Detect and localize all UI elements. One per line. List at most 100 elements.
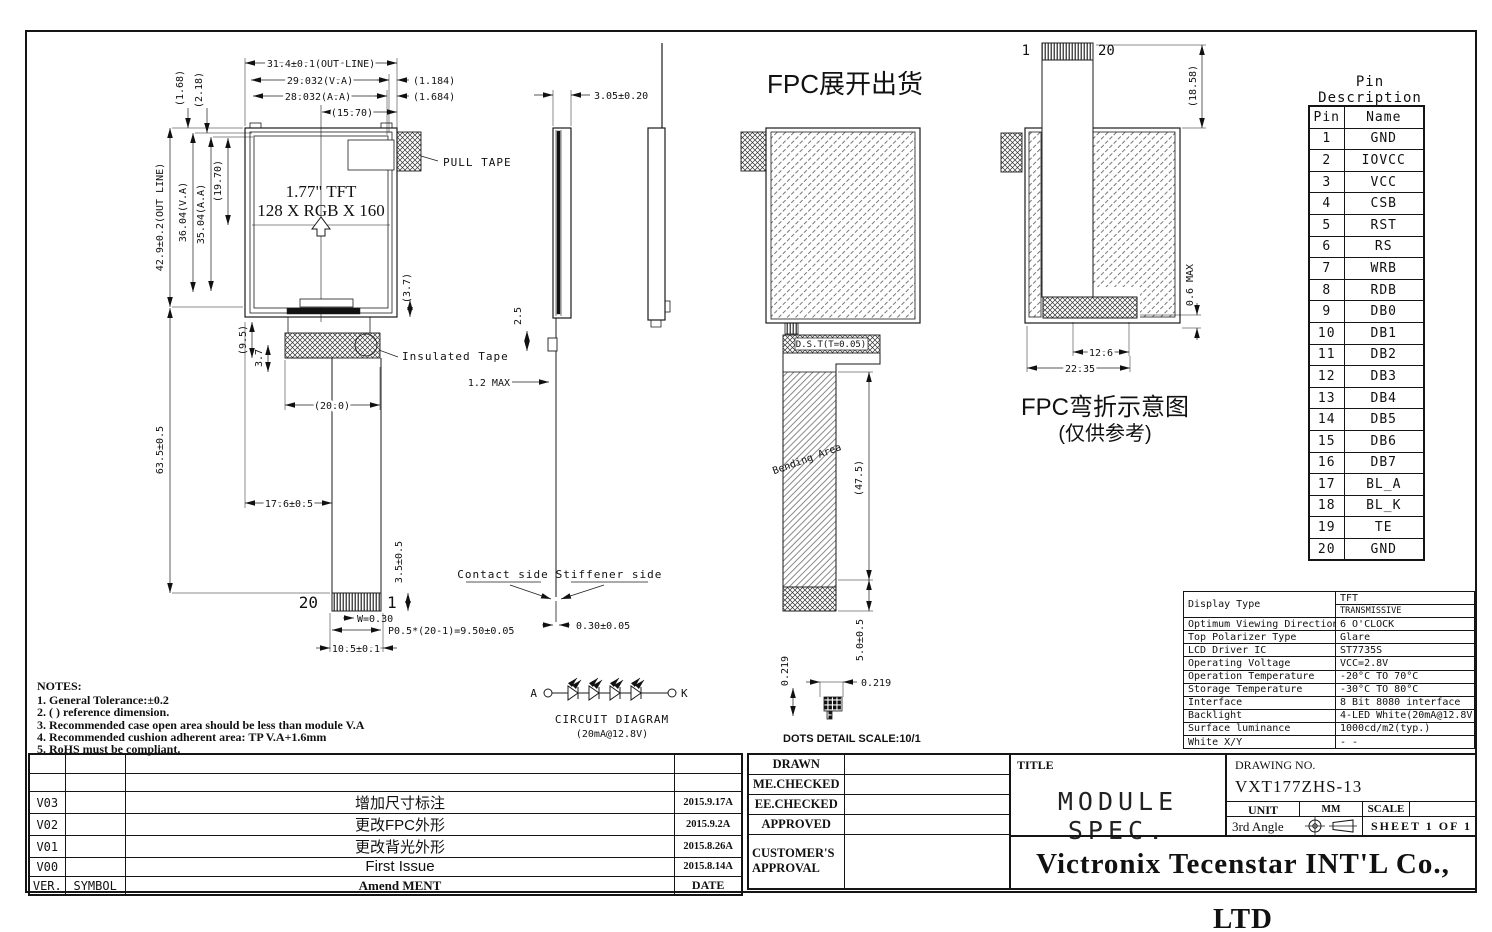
- revision-amendment: 更改背光外形: [124, 835, 676, 859]
- revision-symbol-header: SYMBOL: [64, 875, 126, 896]
- pin-row: 11 DB2: [1308, 343, 1425, 367]
- spec-value: 4-LED White(20mA@12.8V): [1335, 708, 1475, 723]
- pin-table-header: Pin Name: [1308, 105, 1425, 129]
- circuit-cathode-label: K: [681, 687, 689, 700]
- dim-gap-r2: (1.684): [413, 92, 455, 103]
- revision-footer-row: VER. SYMBOL Amend MENT DATE: [28, 875, 743, 896]
- pin-name: DB1: [1343, 321, 1425, 345]
- screen-resolution-label: 128 X RGB X 160: [257, 201, 385, 220]
- document-title: MODULE SPEC.: [1057, 787, 1179, 845]
- sheet-label: SHEET 1 OF 1: [1371, 819, 1473, 833]
- pin-number: 2: [1308, 149, 1345, 172]
- spec-label: Storage Temperature: [1183, 682, 1336, 697]
- approval-label: DRAWN: [747, 753, 845, 775]
- note-item: 4. Recommended cushion adherent area: TP…: [37, 729, 327, 744]
- spec-row: LCD Driver IC ST7735S: [1183, 643, 1475, 658]
- dim-gap-l1: (1.68): [175, 70, 186, 106]
- revision-version: V02: [28, 813, 66, 837]
- name-col-header: Name: [1343, 105, 1425, 129]
- dim-out-width: 31.4±0.1(OUT LINE): [267, 59, 375, 70]
- dim-tape-gap: 3.7: [254, 349, 265, 367]
- dim-out-height: 42.9±0.2(OUT LINE): [155, 163, 166, 271]
- dim-bend-height: (18.58): [1188, 65, 1199, 107]
- title-block: TITLE MODULE SPEC. DRAWING NO. VXT177ZHS…: [1009, 753, 1477, 932]
- notes-block: NOTES: 1. General Tolerance:±0.2 2. ( ) …: [37, 680, 637, 755]
- dim-finger-width: W=0.30: [357, 614, 393, 625]
- pin-name: IOVCC: [1343, 149, 1425, 172]
- pin-number: 5: [1308, 213, 1345, 237]
- pin-row: 14 DB5: [1308, 408, 1425, 431]
- spec-label: Display Type: [1183, 590, 1336, 619]
- revision-amendment: 增加尺寸标注: [124, 791, 676, 815]
- pin-number: 15: [1308, 429, 1345, 453]
- contact-side-label: Contact side: [457, 568, 548, 581]
- pin-name: GND: [1343, 537, 1425, 561]
- spec-row: Operation Temperature -20°C TO 70°C: [1183, 669, 1475, 684]
- pin-name: DB4: [1343, 386, 1425, 410]
- spec-value: Glare: [1335, 630, 1475, 645]
- pin-row: 12 DB3: [1308, 365, 1425, 388]
- revision-blank-row: [28, 772, 743, 793]
- note-item: 3. Recommended case open area should be …: [37, 717, 365, 732]
- pin-number: 17: [1308, 473, 1345, 496]
- unit-value: MM: [1321, 804, 1341, 815]
- note-item: 5. RoHS must be compliant.: [37, 742, 181, 757]
- scale-label: SCALE: [1367, 803, 1405, 815]
- approval-signature-cell: [843, 793, 1011, 815]
- fpc-open-dimensions: [838, 371, 873, 612]
- revision-date: 2015.9.2A: [674, 813, 743, 837]
- screen-size-label: 1.77" TFT: [286, 182, 357, 201]
- revision-ver-header: VER.: [28, 875, 66, 896]
- spec-label: Top Polarizer Type: [1183, 630, 1336, 645]
- side-view-unfolded: [647, 43, 671, 328]
- pin-number: 18: [1308, 494, 1345, 518]
- pin-row: 19 TE: [1308, 516, 1425, 539]
- revision-row: V02 更改FPC外形 2015.9.2A: [28, 813, 743, 837]
- approval-row: EE.CHECKED: [747, 793, 1011, 815]
- pin-name: TE: [1343, 516, 1425, 539]
- pin-table-title: Pin Description: [1318, 74, 1422, 106]
- approval-row: APPROVED: [747, 813, 1011, 835]
- dst-tape-label: D.S.T(T=0.05): [796, 340, 866, 350]
- spec-label: Optimum Viewing Direction: [1183, 617, 1336, 632]
- title-label: TITLE: [1017, 758, 1054, 772]
- dim-fpc-offset: 17.6±0.5: [265, 499, 313, 510]
- spec-value: -20°C TO 70°C: [1335, 669, 1475, 684]
- spec-value: 1000cd/m2(typ.): [1335, 721, 1475, 737]
- spec-value: VCC=2.8V: [1335, 656, 1475, 671]
- spec-label: Surface luminance: [1183, 721, 1336, 737]
- spec-row: Interface 8 Bit 8080 interface: [1183, 695, 1475, 710]
- dim-thickness: 3.05±0.20: [594, 91, 648, 102]
- revision-version: V03: [28, 791, 66, 815]
- revision-symbol: [64, 835, 126, 859]
- revision-symbol: [64, 813, 126, 837]
- pin-name: BL_K: [1343, 494, 1425, 518]
- spec-value: - -: [1335, 735, 1475, 750]
- title-cell: TITLE MODULE SPEC.: [1011, 755, 1227, 845]
- circuit-diagram: [543, 677, 677, 701]
- revision-symbol: [64, 791, 126, 815]
- pin-row: 7 WRB: [1308, 257, 1425, 280]
- spec-value: TRANSMISSIVE: [1335, 604, 1475, 619]
- drawing-info: DRAWING NO. VXT177ZHS-13 UNIT MM SCALE 3…: [1227, 755, 1477, 835]
- dim-connector-width: 10.5±0.1: [332, 644, 380, 655]
- pin-row: 18 BL_K: [1308, 494, 1425, 518]
- spec-row: Optimum Viewing Direction 6 O'CLOCK: [1183, 617, 1475, 632]
- dim-va-width: 29.032(V.A): [287, 76, 353, 87]
- fpc-bend-subtitle: (仅供参考): [1058, 422, 1151, 445]
- third-angle-projection-icon: [1305, 817, 1357, 835]
- dim-tail: 2.5: [513, 307, 524, 325]
- pin-name: DB7: [1343, 451, 1425, 475]
- pin1-marker: 1: [387, 593, 397, 612]
- pin-table: Pin Name 1 GND 2 IOVCC 3 VCC: [1308, 105, 1425, 562]
- dim-center-height: (19.70): [213, 160, 224, 202]
- revision-date: 2015.8.14A: [674, 857, 743, 877]
- pin-name: DB6: [1343, 429, 1425, 453]
- revision-row: V03 增加尺寸标注 2015.9.17A: [28, 791, 743, 815]
- approval-row: DRAWN: [747, 753, 1011, 775]
- spec-value: TFT: [1335, 590, 1475, 606]
- dots-dim-h: 0.219: [861, 678, 891, 689]
- pin-row: 2 IOVCC: [1308, 149, 1425, 172]
- sheet-border: [25, 30, 1477, 893]
- pin-row: 9 DB0: [1308, 300, 1425, 323]
